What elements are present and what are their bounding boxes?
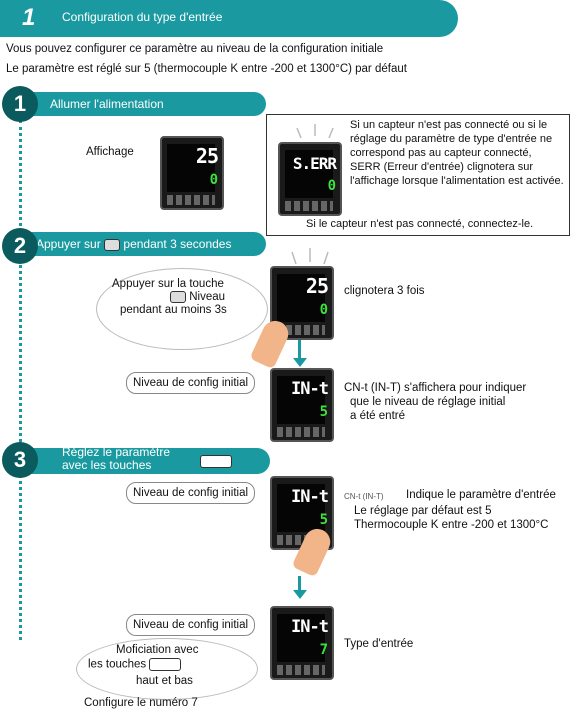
- controller-display-1: 25 0: [160, 136, 224, 210]
- step-2-label-after: pendant 3 secondes: [123, 237, 232, 251]
- up-down-keys-icon: [149, 658, 182, 671]
- mode-key-icon: [170, 291, 186, 303]
- bubble-line-3: pendant au moins 3s: [120, 304, 227, 316]
- error-note: Si le capteur n'est pas connecté, connec…: [306, 218, 534, 230]
- display-pv: IN-t: [291, 379, 329, 399]
- flow-arrow-shaft: [298, 340, 301, 360]
- instruction-bubble: [96, 268, 268, 350]
- flow-arrow-shaft: [298, 576, 301, 592]
- display-pv: 25: [195, 144, 219, 168]
- step-3-label-2: avec les touches: [62, 458, 152, 472]
- display-screen: [277, 614, 325, 662]
- footer-text: Configure le numéro 7: [84, 697, 198, 709]
- level-label-box: Niveau de config initial: [126, 372, 256, 394]
- display-keys: [277, 325, 325, 335]
- step-3-circle: 3: [2, 442, 38, 478]
- cn-text-line-2: que le niveau de réglage initial: [350, 396, 506, 408]
- flow-arrow-down-icon: [293, 358, 307, 367]
- display-screen: [285, 150, 333, 198]
- controller-display-error: S.ERR 0: [278, 142, 342, 216]
- controller-display-3: IN-t 5: [270, 368, 334, 442]
- display-keys: [285, 201, 333, 211]
- display-sv: 5: [319, 512, 328, 528]
- bubble-line-2: Niveau: [170, 291, 225, 303]
- level-label-box: Niveau de config initial: [126, 614, 256, 636]
- cn-text-line-3: a été entré: [350, 410, 405, 422]
- step-connector-line: [19, 120, 22, 640]
- display-keys: [277, 427, 325, 437]
- bubble-line-2-text: les touches: [88, 658, 147, 671]
- mode-key-icon: [104, 238, 121, 251]
- bubble-line-1: Moficiation avec: [116, 644, 199, 656]
- display-screen: [277, 376, 325, 424]
- error-explanation: Si un capteur n'est pas connecté ou si l…: [350, 119, 564, 187]
- step-2-label: Appuyer sur pendant 3 secondes: [36, 237, 231, 251]
- bubble-line-2: les touches: [88, 658, 182, 671]
- up-down-keys-icon: [200, 455, 232, 468]
- flow-arrow-down-icon: [293, 590, 307, 599]
- display-pv: 25: [305, 274, 329, 298]
- display-pv: IN-t: [291, 617, 329, 637]
- display-error-code: S.ERR: [292, 154, 337, 173]
- step-2-label-before: Appuyer sur: [36, 237, 101, 251]
- display-sv: 0: [319, 302, 328, 318]
- bubble-line-3: haut et bas: [136, 675, 193, 687]
- display-screen: [277, 274, 325, 322]
- display-keys: [167, 195, 215, 205]
- cn-text-line-1: CN-t (IN-T) s'affichera pour indiquer: [344, 382, 527, 394]
- display-screen: [167, 144, 215, 192]
- display-sv: 7: [319, 642, 328, 658]
- default-line-1: Le réglage par défaut est 5: [354, 505, 492, 517]
- section-header: [0, 0, 458, 37]
- step-2-circle: 2: [2, 228, 38, 264]
- param-prefix: CN-t (IN-T): [344, 492, 384, 501]
- type-text: Type d'entrée: [344, 638, 414, 650]
- blink-rays-icon: [291, 248, 329, 265]
- controller-display-2: 25 0: [270, 266, 334, 340]
- bubble-line-1: Appuyer sur la touche: [112, 278, 224, 290]
- display-screen: [277, 484, 325, 532]
- intro-line-2: Le paramètre est réglé sur 5 (thermocoup…: [6, 63, 407, 75]
- display-pv: IN-t: [291, 487, 329, 507]
- section-title: Configuration du type d'entrée: [62, 10, 223, 24]
- section-number: 1: [22, 4, 36, 31]
- bubble-line-2-text: Niveau: [189, 291, 226, 304]
- param-text: Indique le paramètre d'entrée: [406, 489, 556, 501]
- blink-text: clignotera 3 fois: [344, 285, 425, 297]
- step-1-label: Allumer l'alimentation: [50, 97, 164, 111]
- display-label: Affichage: [86, 146, 134, 158]
- intro-line-1: Vous pouvez configurer ce paramètre au n…: [6, 43, 384, 55]
- step-1-circle: 1: [2, 86, 38, 122]
- display-sv: 0: [327, 178, 336, 194]
- display-sv: 0: [209, 172, 218, 188]
- level-label-box: Niveau de config initial: [126, 482, 256, 504]
- step-3-label-1: Réglez le paramètre: [62, 445, 171, 459]
- display-keys: [277, 665, 325, 675]
- step-1-bar: [14, 92, 266, 116]
- display-keys: [277, 535, 325, 545]
- default-line-2: Thermocouple K entre -200 et 1300°C: [354, 519, 549, 531]
- blink-rays-icon: [296, 124, 334, 139]
- display-sv: 5: [319, 404, 328, 420]
- controller-display-5: IN-t 7: [270, 606, 334, 680]
- step-2-bar: [14, 232, 266, 256]
- controller-display-4: IN-t 5: [270, 476, 334, 550]
